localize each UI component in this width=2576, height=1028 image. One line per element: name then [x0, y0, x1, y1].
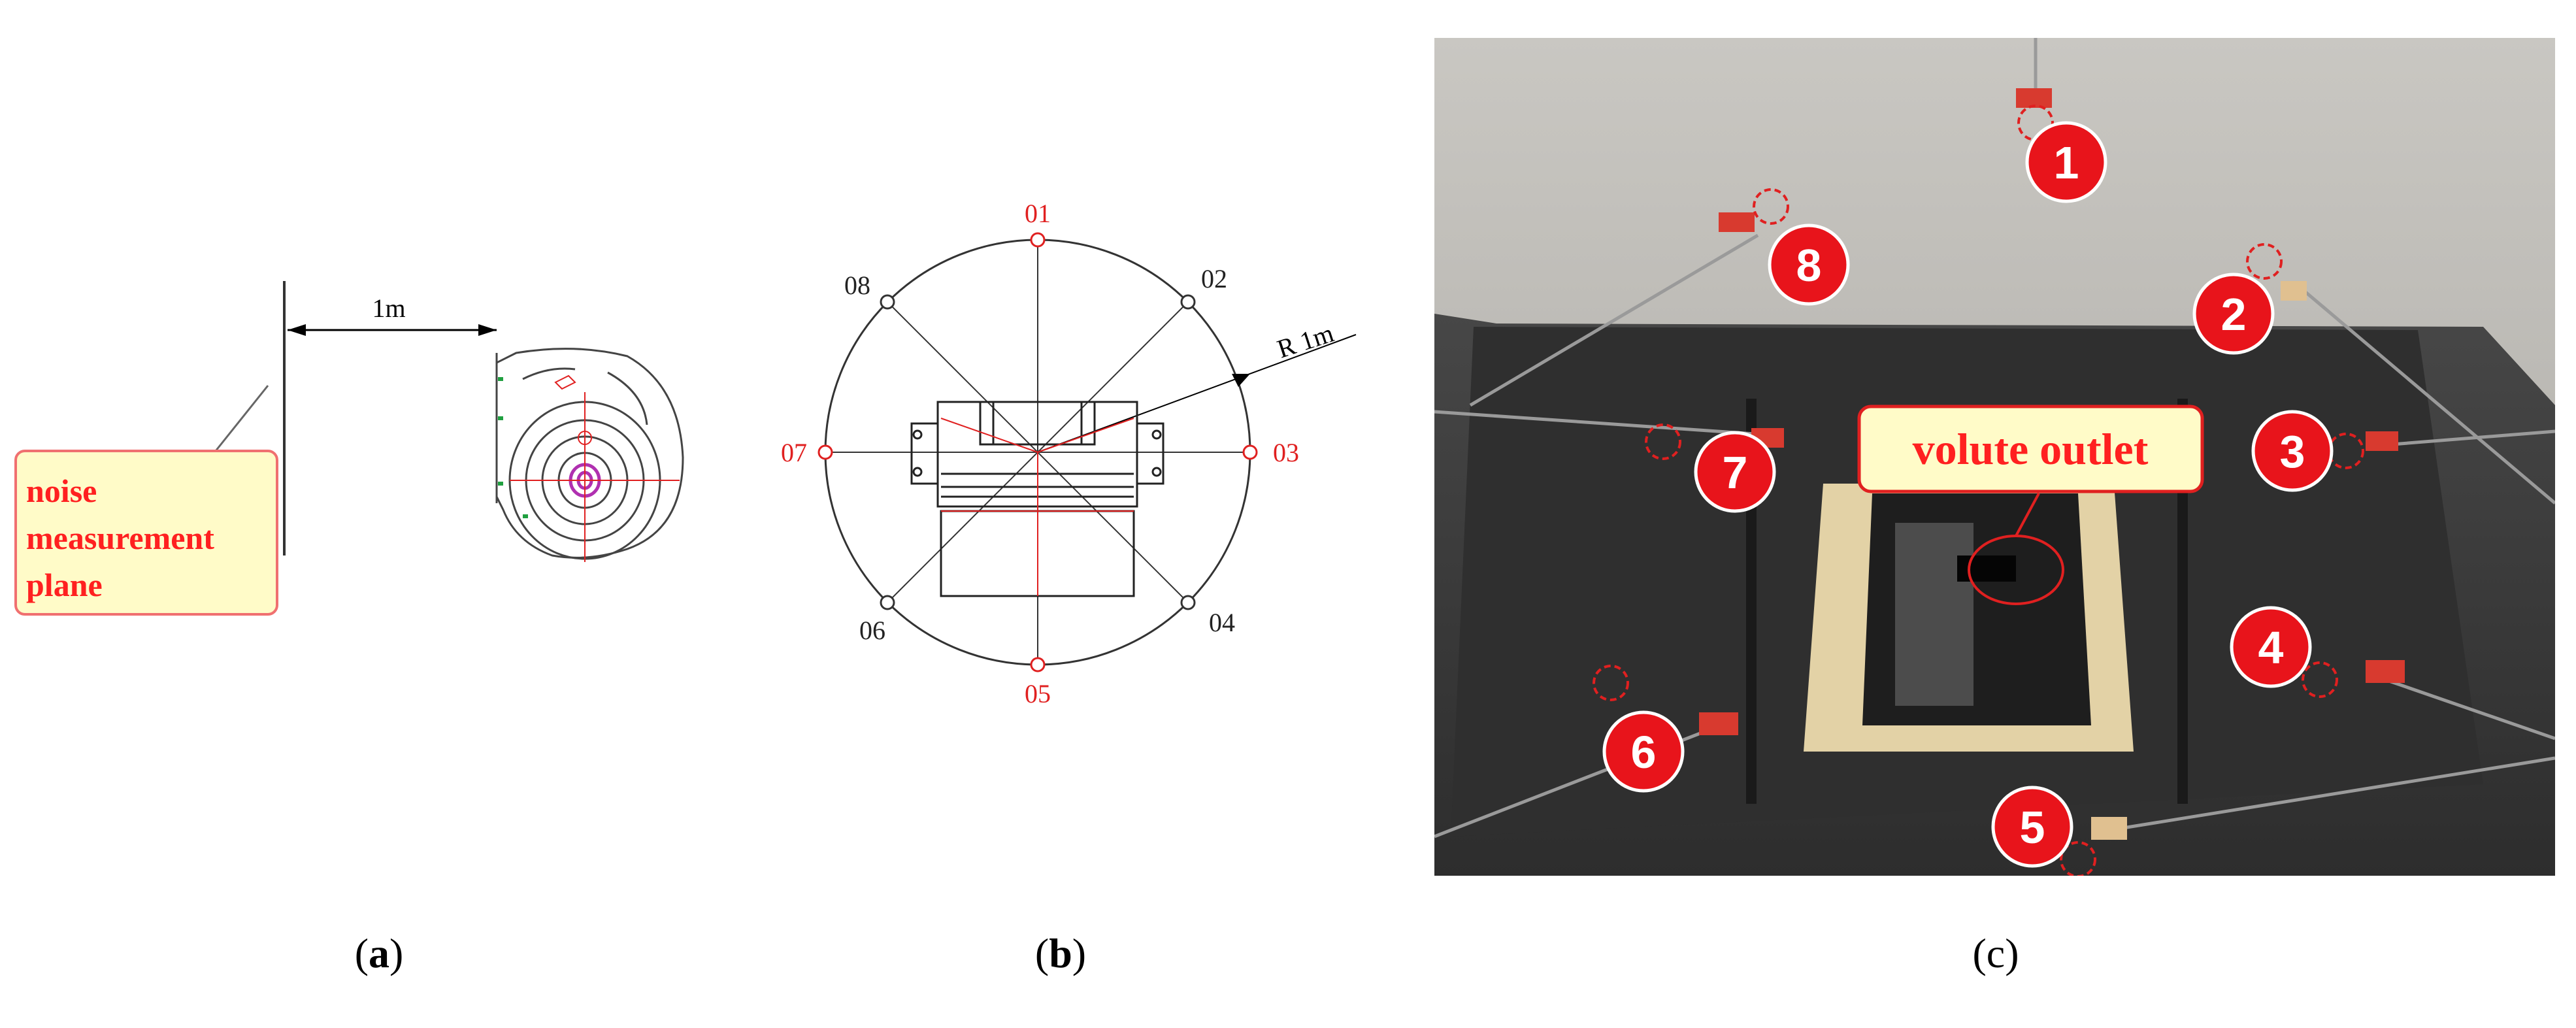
distance-label: 1m — [372, 293, 405, 323]
volute-outlet-callout — [1857, 405, 2204, 493]
point-label-08: 08 — [844, 271, 870, 300]
callout-leader — [214, 385, 269, 452]
mic-badge-5: 5 — [1991, 786, 2073, 868]
mic-badge-4: 4 — [2230, 606, 2312, 688]
mic-badge-5-number: 5 — [2020, 802, 2045, 853]
panel-b-top-view: R 1m — [781, 199, 1357, 708]
radius-label: R 1m — [1274, 318, 1337, 364]
measurement-point-markers — [817, 232, 1258, 672]
mic-badge-8: 8 — [1768, 224, 1850, 306]
point-label-07: 07 — [781, 438, 807, 467]
point-label-04: 04 — [1209, 608, 1235, 637]
volute-outlet-label: volute outlet — [1913, 424, 2149, 474]
mic-badge-4-number: 4 — [2258, 622, 2284, 673]
panel-c-photo: volute outlet 1 2 3 4 5 6 7 — [1434, 38, 2555, 876]
mic-badge-2: 2 — [2192, 273, 2275, 355]
point-label-03: 03 — [1273, 438, 1299, 467]
point-label-01: 01 — [1025, 199, 1051, 228]
mic-badge-1: 1 — [2025, 121, 2107, 203]
radius-line — [1037, 334, 1357, 453]
photo-panel-highlight — [1895, 523, 1973, 706]
radius-arrow — [1232, 374, 1250, 387]
mic-badge-3-number: 3 — [2280, 426, 2305, 477]
callout-line-1: noise — [26, 473, 97, 509]
photo-outlet-opening — [1957, 555, 2016, 582]
mic-badge-2-number: 2 — [2221, 289, 2247, 340]
noise-measurement-plane-callout — [14, 450, 278, 616]
dimension-arrow-right — [478, 324, 497, 336]
mic-badge-7-number: 7 — [1723, 447, 1748, 498]
callout-line-3: plane — [26, 567, 103, 603]
mic-badge-7: 7 — [1694, 431, 1776, 513]
caption-c: (c) — [1972, 930, 2019, 976]
photo-microphone-booms — [1434, 38, 2555, 838]
caption-a: (a) — [355, 930, 404, 976]
mic-badge-1-number: 1 — [2054, 137, 2079, 188]
point-label-05: 05 — [1025, 679, 1051, 708]
fan-volute-drawing — [495, 348, 684, 562]
mic-badge-6: 6 — [1602, 710, 1685, 793]
mic-badge-6-number: 6 — [1631, 727, 1657, 778]
point-label-06: 06 — [859, 616, 885, 645]
photo-outlet-leader — [2015, 493, 2040, 537]
point-label-02: 02 — [1201, 264, 1227, 293]
mic-badge-3: 3 — [2251, 410, 2334, 492]
photo-mic-holders — [1699, 88, 2405, 840]
fan-top-view-drawing — [910, 401, 1164, 597]
dimension-arrow-left — [288, 324, 306, 336]
mic-badge-8-number: 8 — [1796, 240, 1822, 291]
callout-line-2: measurement — [26, 520, 214, 556]
panel-a-side-view: 1m noise measurement plane — [14, 281, 684, 616]
caption-b: (b) — [1035, 930, 1086, 976]
photo-mic-position-circles — [1593, 105, 2364, 876]
